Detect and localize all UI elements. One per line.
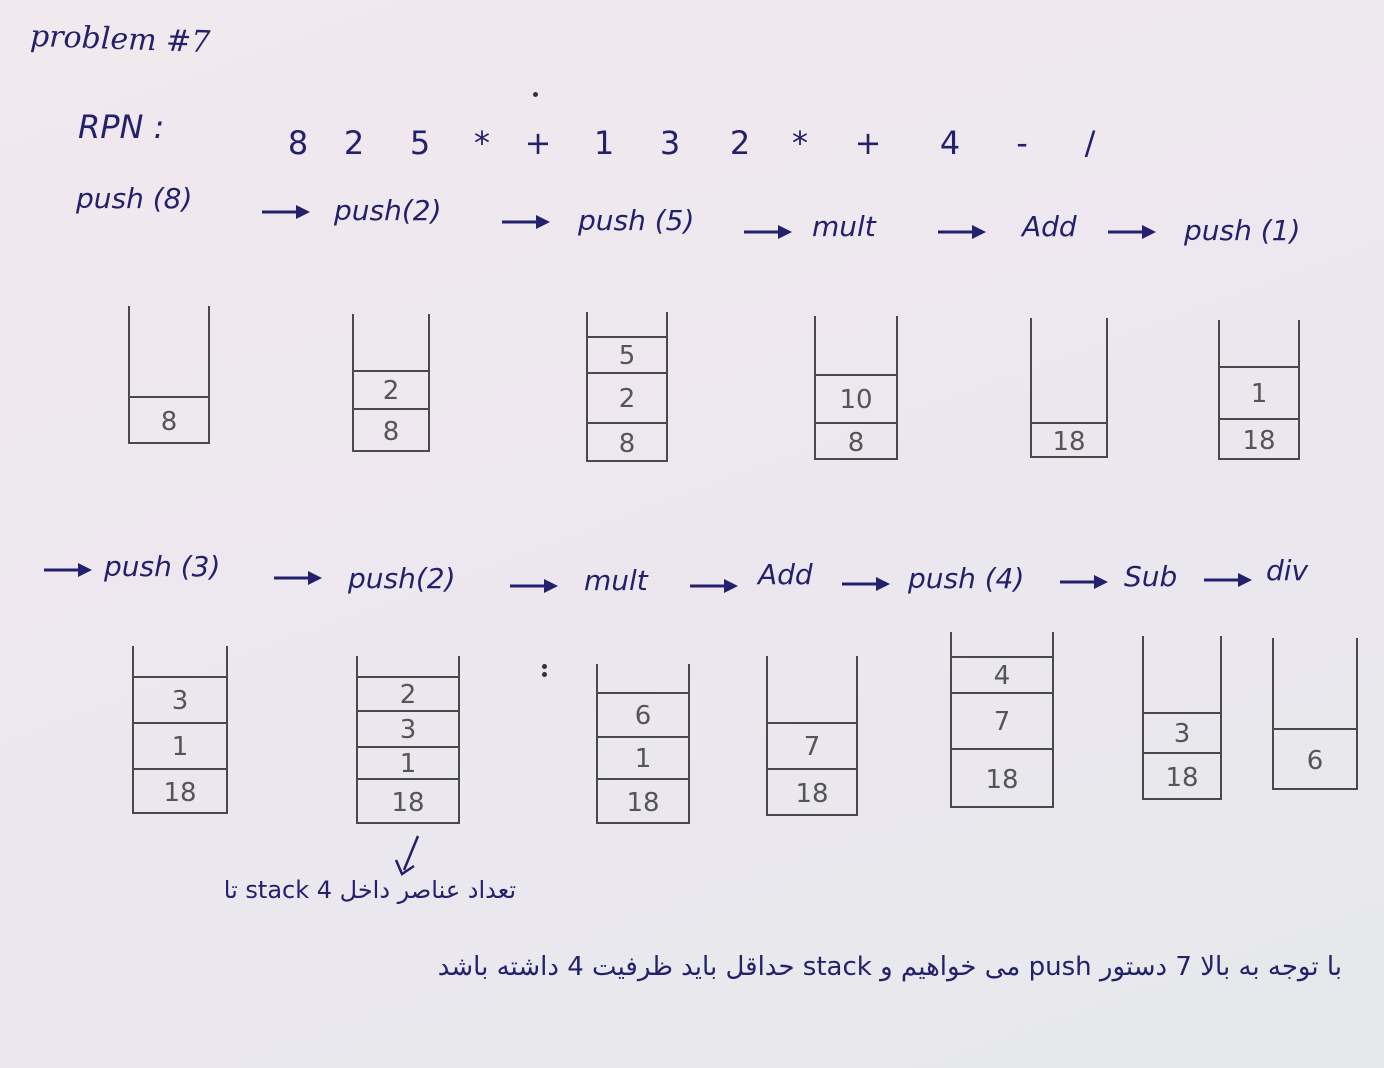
stray-dot <box>542 664 547 669</box>
rpn-token: - <box>1016 124 1028 162</box>
stack-diagram: 3 18 <box>1142 636 1222 800</box>
stack-cell: 18 <box>1030 422 1108 460</box>
op-step: push (4) <box>908 562 1025 595</box>
op-step: mult <box>584 564 648 597</box>
rpn-token: 2 <box>343 124 365 162</box>
rpn-token: 1 <box>593 124 615 162</box>
stack-cell: 18 <box>950 748 1054 810</box>
arrow-right-icon <box>840 576 890 592</box>
stack-diagram: 6 <box>1272 638 1358 790</box>
stack-cell: 1 <box>1218 366 1300 420</box>
stack-cell: 3 <box>1142 712 1222 754</box>
op-step: push(2) <box>348 562 456 595</box>
rpn-token: * <box>474 124 490 162</box>
arrow-right-icon <box>936 224 986 240</box>
stack-count-note: تعداد عناصر داخل stack 4 تا <box>223 876 516 904</box>
rpn-token: 3 <box>659 124 681 162</box>
rpn-token: * <box>792 124 808 162</box>
stack-diagram: 18 <box>1030 318 1108 458</box>
stack-cell: 8 <box>352 408 430 454</box>
stack-cell: 2 <box>352 370 430 410</box>
stack-diagram: 4 7 18 <box>950 632 1054 808</box>
stack-diagram: 1 18 <box>1218 320 1300 460</box>
stack-diagram: 2 3 1 18 <box>356 656 460 824</box>
stack-cell: 18 <box>596 778 690 826</box>
op-step: Add <box>1022 210 1077 243</box>
stack-cell: 2 <box>586 372 668 424</box>
stray-dot <box>542 672 547 677</box>
stack-diagram: 3 1 18 <box>132 646 228 814</box>
arrow-right-icon <box>1058 574 1108 590</box>
arrow-right-icon <box>42 562 92 578</box>
arrow-right-icon <box>508 578 558 594</box>
arrow-right-icon <box>742 224 792 240</box>
arrow-right-icon <box>1202 572 1252 588</box>
stack-cell: 18 <box>1142 752 1222 802</box>
op-step: push (1) <box>1184 214 1301 247</box>
stack-cell: 5 <box>586 336 668 374</box>
stack-cell: 18 <box>132 768 228 816</box>
stack-cell: 1 <box>356 746 460 780</box>
stack-cell: 1 <box>596 736 690 780</box>
stack-diagram: 2 8 <box>352 314 430 452</box>
op-step: push (8) <box>76 182 193 215</box>
stack-diagram: 5 2 8 <box>586 312 668 462</box>
stack-cell: 18 <box>1218 418 1300 462</box>
stack-cell: 6 <box>596 692 690 738</box>
arrow-right-icon <box>1106 224 1156 240</box>
stack-cell: 3 <box>132 676 228 724</box>
stray-dot <box>533 92 538 97</box>
stack-cell: 7 <box>766 722 858 770</box>
op-step: Sub <box>1124 560 1178 593</box>
stack-cell: 7 <box>950 692 1054 750</box>
op-step: push (3) <box>104 550 221 583</box>
arrow-down-icon <box>394 835 420 876</box>
rpn-token: + <box>524 124 552 162</box>
stack-cell: 10 <box>814 374 898 424</box>
stack-cell: 8 <box>586 422 668 464</box>
stack-cell: 18 <box>766 768 858 818</box>
stack-cell: 3 <box>356 710 460 748</box>
stack-cell: 1 <box>132 722 228 770</box>
arrow-right-icon <box>500 214 550 230</box>
rpn-token: + <box>854 124 882 162</box>
stack-diagram: 7 18 <box>766 656 858 816</box>
stack-diagram: 10 8 <box>814 316 898 460</box>
arrow-right-icon <box>272 570 322 586</box>
rpn-token: / <box>1084 124 1096 162</box>
rpn-token: 2 <box>729 124 751 162</box>
stack-cell: 4 <box>950 656 1054 694</box>
problem-title: problem #7 <box>29 18 211 61</box>
stack-cell: 8 <box>814 422 898 462</box>
rpn-token: 5 <box>409 124 431 162</box>
rpn-label: RPN : <box>78 108 165 146</box>
stack-diagram: 6 1 18 <box>596 664 690 824</box>
stack-diagram: 8 <box>128 306 210 444</box>
op-step: Add <box>758 558 813 591</box>
rpn-token: 4 <box>939 124 961 162</box>
rpn-token: 8 <box>287 124 309 162</box>
arrow-right-icon <box>260 204 310 220</box>
stack-cell: 8 <box>128 396 210 446</box>
arrow-right-icon <box>688 578 738 594</box>
op-step: push(2) <box>334 194 442 227</box>
stack-cell: 2 <box>356 676 460 712</box>
op-step: mult <box>812 210 876 243</box>
stack-cell: 6 <box>1272 728 1358 792</box>
conclusion-note: با توجه به بالا 7 دستور push می خواهیم و… <box>437 952 1342 982</box>
op-step: div <box>1266 554 1309 587</box>
stack-cell: 18 <box>356 778 460 826</box>
op-step: push (5) <box>578 204 695 237</box>
